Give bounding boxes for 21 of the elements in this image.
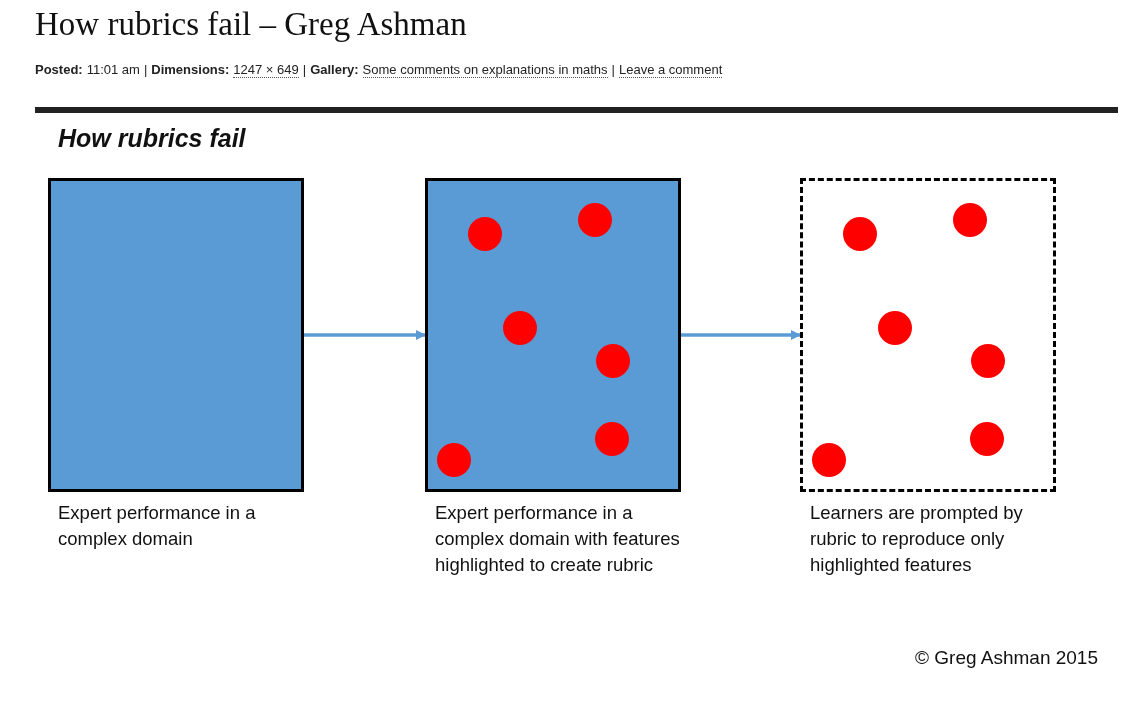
arrow: [304, 330, 426, 340]
field-label: Posted:: [35, 62, 83, 77]
panel: [48, 178, 304, 492]
text-link: Some comments on explanations in maths: [362, 62, 608, 78]
panel-caption: Expert performance in a complex domain: [58, 501, 257, 551]
field-label: Gallery:: [310, 62, 359, 77]
highlighted-panel: [800, 178, 1056, 492]
subheading: How rubrics fail: [58, 124, 246, 153]
separator: |: [611, 62, 615, 77]
post-time: 11:01 am: [86, 62, 140, 77]
panel-caption: Expert performance in a complex domain with features highlighted to create rubric: [435, 501, 681, 577]
text-link: 1247 × 649: [233, 62, 299, 78]
copyright-note: © Greg Ashman 2015: [915, 647, 1098, 669]
panel-caption: Learners are prompted by rubric to reproduce only highlighted features: [810, 501, 1024, 577]
arrow: [681, 330, 801, 340]
separator: |: [143, 62, 148, 77]
page-title: How rubrics fail – Greg Ashman: [35, 6, 467, 43]
text-link: Leave a comment: [618, 62, 723, 78]
highlighted-panel: [425, 178, 681, 492]
separator: |: [302, 62, 307, 77]
field-label: Dimensions:: [151, 62, 230, 77]
